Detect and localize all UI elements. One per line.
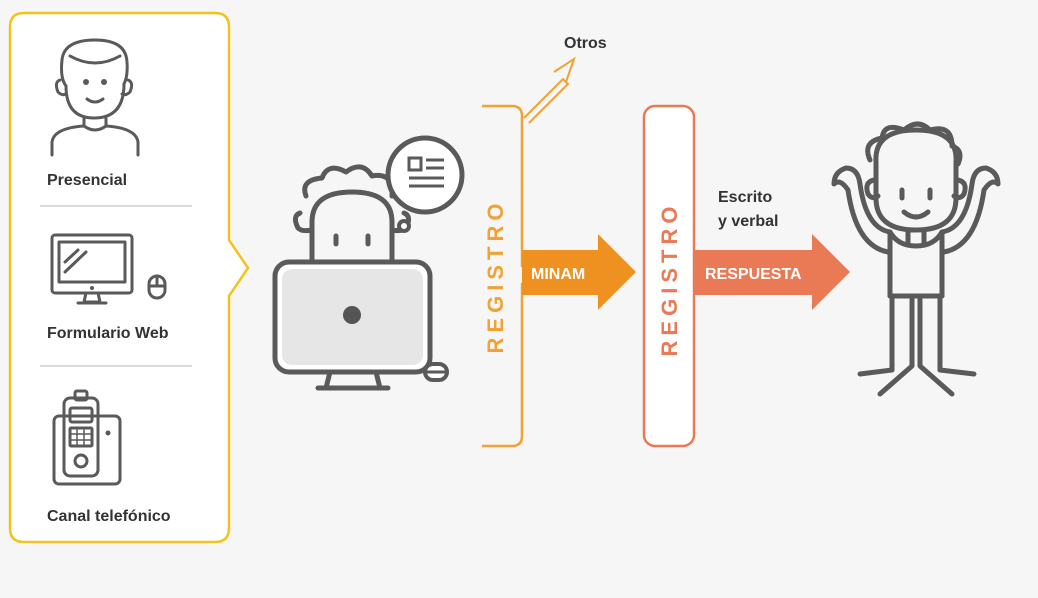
otros-arrow: Otros <box>523 35 607 124</box>
arrow-right-icon <box>522 234 636 310</box>
phone-icon <box>52 389 122 486</box>
happy-citizen-icon <box>831 121 1001 397</box>
arrow-right-icon <box>694 234 850 310</box>
arrow-up-right-icon <box>523 77 570 124</box>
computer-icon <box>50 233 167 305</box>
person-icon <box>50 38 140 157</box>
operator-at-computer-icon <box>272 135 465 391</box>
response-note-line-1: Escrito <box>718 189 772 206</box>
minam-arrow: MINAM <box>522 234 636 310</box>
minam-label: MINAM <box>531 266 585 283</box>
channel-label-presencial: Presencial <box>47 172 127 189</box>
respuesta-arrow: RESPUESTA Escrito y verbal <box>694 189 850 310</box>
registro-label-2: REGISTRO <box>657 202 682 357</box>
channel-label-formulario-web: Formulario Web <box>47 325 169 342</box>
response-note-line-2: y verbal <box>718 213 778 230</box>
channel-label-canal-telefonico: Canal telefónico <box>47 508 171 525</box>
respuesta-label: RESPUESTA <box>705 266 802 283</box>
registro-box-2: REGISTRO <box>642 104 696 448</box>
registro-label-1: REGISTRO <box>483 199 508 354</box>
otros-label: Otros <box>564 35 607 52</box>
channels-panel: Presencial Formulario Web <box>8 11 250 544</box>
